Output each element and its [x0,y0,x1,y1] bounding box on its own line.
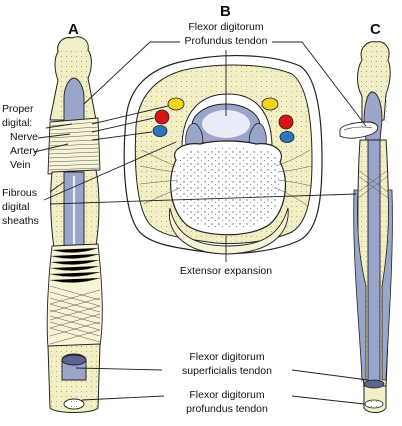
panel-label-c: C [370,21,381,38]
label-fdp-bottom-line2: profundus tendon [186,403,268,415]
panel-b-nerve-right [261,97,279,111]
panel-b-vein-left [152,125,168,137]
panel-a-sheath-upper [47,117,101,175]
label-fibrous-line1: Fibrous [2,187,37,199]
panel-b-artery-right [278,114,294,130]
panel-a-sheath-lower [46,243,103,349]
label-fdp-top-line2: Profundus tendon [185,35,268,47]
panel-c-fds-slip-right [381,189,393,381]
leader-lines [33,41,369,405]
panel-c-finger [339,41,393,413]
panel-c-fds-slip-left [353,189,367,381]
panel-label-b: B [220,3,231,20]
panel-c-fds-cut-face [363,379,385,389]
label-fdp-top-line1: Flexor digitorum [188,21,264,33]
label-artery: Artery [10,145,39,157]
panel-b-extensor-expansion [168,207,289,255]
label-extensor-expansion: Extensor expansion [180,265,272,277]
panel-b-vein-right [279,131,295,143]
label-fds-line1: Flexor digitorum [189,351,265,363]
panel-a-finger [46,36,103,413]
panel-b-nerve-left [167,97,185,111]
panel-b-artery-left [154,109,170,125]
panel-label-a: A [68,21,79,38]
label-proper-digital-line1: Proper [2,103,34,115]
panel-a-fdp-insertion [63,77,85,129]
label-fibrous-line3: sheaths [2,215,39,227]
panel-c-proximal-base [363,385,387,413]
panel-c-sheath-flap [339,121,379,139]
panel-a-fds-cut-face [61,354,87,366]
label-nerve: Nerve [10,131,38,143]
label-proper-digital-line2: digital: [2,117,32,129]
label-fds-line2: superficialis tendon [182,365,272,377]
label-fdp-bottom-line1: Flexor digitorum [189,389,265,401]
panel-c-fdp-tendon [367,139,381,385]
label-vein: Vein [10,159,31,171]
label-fibrous-line2: digital [2,201,29,213]
panel-b-cross-section [123,55,323,255]
